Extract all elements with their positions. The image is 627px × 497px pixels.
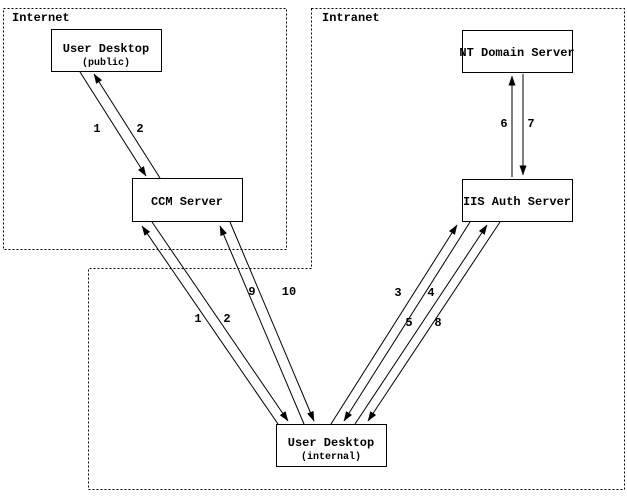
node-nt-domain-server-title: NT Domain Server <box>459 46 574 60</box>
node-user-desktop-internal-subtitle: (internal) <box>301 451 361 463</box>
edge-label-step9: 9 <box>248 285 255 299</box>
zone-intranet-label: Intranet <box>322 11 380 25</box>
edge-step4-iis-to-internal-desktop <box>343 221 471 422</box>
edge-label-step3: 3 <box>394 286 401 300</box>
zone-intranet-border <box>88 8 625 490</box>
node-nt-domain-server: NT Domain Server <box>459 30 575 73</box>
node-user-desktop-public-title: User Desktop <box>63 42 149 56</box>
edge-step2-ccm-to-internal-desktop <box>151 221 289 422</box>
zone-internet-label: Internet <box>12 11 70 25</box>
edge-label-step4: 4 <box>427 286 434 300</box>
edge-step1-public-desktop-to-ccm <box>79 71 147 177</box>
edge-step9-internal-desktop-to-ccm <box>219 225 305 425</box>
zone-internet-border <box>3 8 287 250</box>
node-user-desktop-public-box <box>51 29 162 72</box>
edge-step1-internal-desktop-to-ccm <box>141 225 279 425</box>
node-user-desktop-public-subtitle: (public) <box>82 57 130 69</box>
edge-step2-ccm-to-public-desktop <box>93 73 161 179</box>
edge-step10-ccm-to-internal-desktop <box>229 221 315 422</box>
edge-step3-internal-desktop-to-iis <box>330 224 458 425</box>
node-ccm-server: CCM Server <box>132 178 243 222</box>
node-user-desktop-internal-box <box>276 424 387 467</box>
edge-label-step1-internal: 1 <box>194 312 201 326</box>
edge-label-step2-public: 2 <box>136 122 143 136</box>
node-ccm-server-title: CCM Server <box>151 195 223 209</box>
node-ccm-server-box <box>132 178 243 222</box>
edge-label-step7: 7 <box>527 117 534 131</box>
edge-label-step8: 8 <box>434 316 441 330</box>
edge-label-step6: 6 <box>500 117 507 131</box>
edge-label-step2-internal: 2 <box>223 312 230 326</box>
node-user-desktop-internal: User Desktop (internal) <box>276 424 387 467</box>
edge-label-step1-public: 1 <box>93 122 100 136</box>
node-iis-auth-server-box <box>462 179 573 222</box>
node-iis-auth-server-title: IIS Auth Server <box>463 195 571 209</box>
node-iis-auth-server: IIS Auth Server <box>462 179 573 222</box>
node-user-desktop-internal-title: User Desktop <box>288 436 374 450</box>
node-nt-domain-server-box <box>462 30 573 73</box>
node-user-desktop-public: User Desktop (public) <box>51 29 162 72</box>
edge-label-step10: 10 <box>282 285 296 299</box>
edge-step8-iis-to-internal-desktop <box>367 221 501 422</box>
edge-label-step5: 5 <box>405 316 412 330</box>
edge-step5-internal-desktop-to-iis <box>354 224 488 425</box>
